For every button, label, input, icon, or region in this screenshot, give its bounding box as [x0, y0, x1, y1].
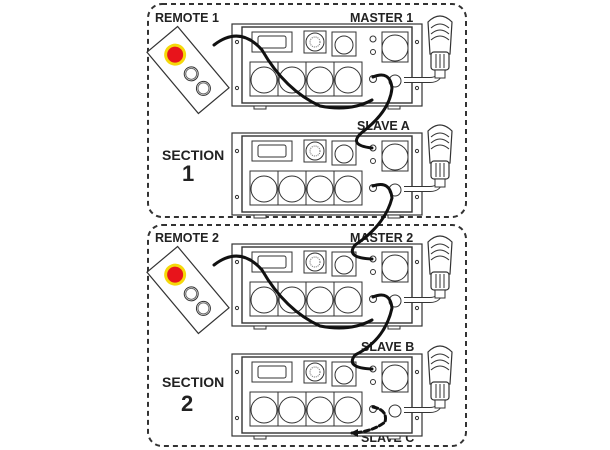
remote-1-pendant — [146, 25, 230, 115]
link-cable-master1-slaveA — [355, 73, 394, 150]
master-1-label: MASTER 1 — [350, 11, 413, 25]
power-plug-2 — [404, 124, 453, 192]
power-plug-4 — [404, 345, 453, 413]
remote-1-cable — [212, 34, 374, 110]
master-2-label: MASTER 2 — [350, 231, 413, 245]
section-2-title: SECTION — [162, 374, 224, 390]
power-plug-1 — [404, 15, 453, 83]
remote-2-cable — [212, 254, 374, 330]
section-2-number: 2 — [181, 391, 193, 416]
remote-2-pendant — [146, 245, 230, 335]
section-1-box — [147, 3, 467, 218]
section-1-title: SECTION — [162, 147, 224, 163]
master-1-unit — [231, 23, 423, 110]
slave-a-label: SLAVE A — [357, 119, 410, 133]
arrow-to-slave-c — [350, 429, 358, 437]
remote-1-label: REMOTE 1 — [155, 11, 219, 25]
remote-2-label: REMOTE 2 — [155, 231, 219, 245]
section-2-box — [147, 224, 467, 447]
link-cable-slaveB-slaveC — [350, 405, 387, 435]
section-1-number: 1 — [182, 161, 194, 186]
master-2-unit — [231, 243, 423, 330]
slave-a-unit — [231, 132, 423, 219]
slave-b-unit — [231, 353, 423, 440]
link-cable-slaveA-master2 — [350, 183, 394, 261]
slave-b-label: SLAVE B — [361, 340, 414, 354]
power-plug-3 — [404, 235, 453, 303]
link-cable-master2-slaveB — [350, 293, 394, 371]
